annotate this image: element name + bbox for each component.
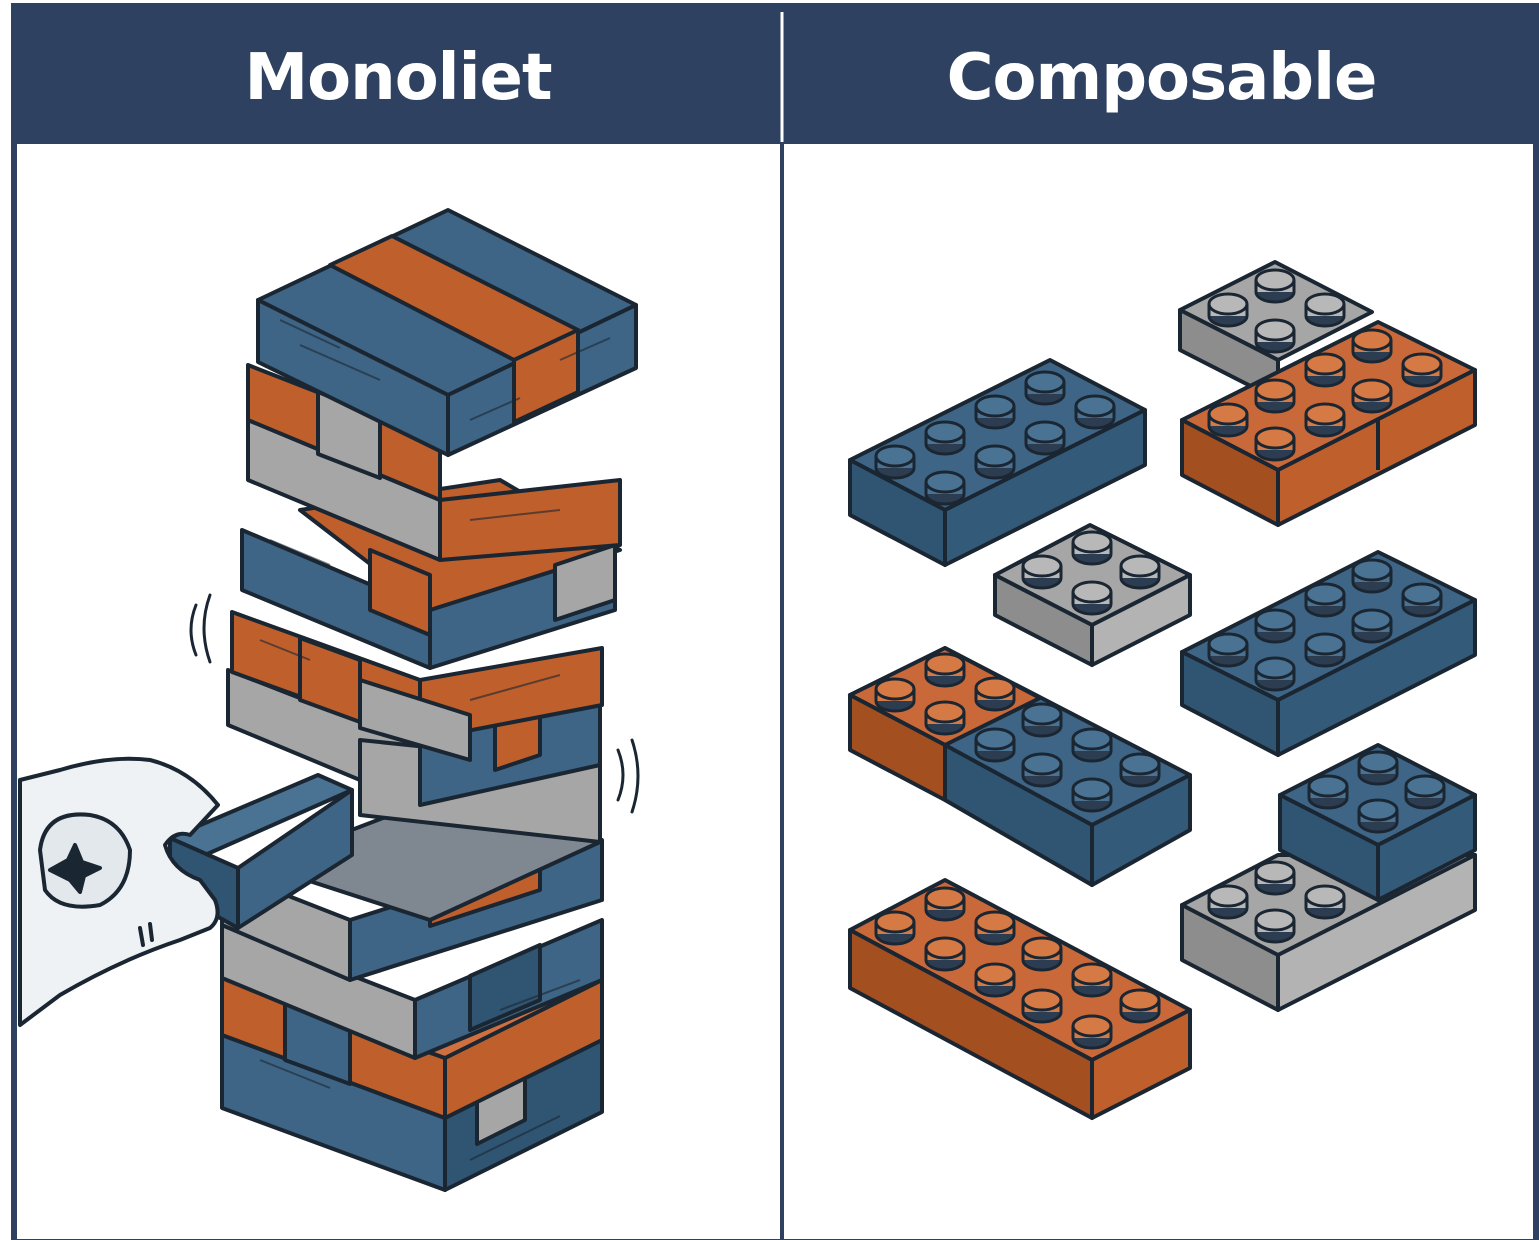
orange-brick-2x6 (848, 878, 1192, 1120)
blue-brick-2x4 (848, 358, 1147, 567)
orange-brick-2x4-top (1180, 320, 1477, 527)
lego-bricks-illustration (848, 260, 1477, 1120)
jenga-tower-illustration (168, 208, 638, 1192)
blue-brick-2x4-right (1180, 550, 1477, 757)
wobble-motion-lines (189, 593, 640, 814)
hand-pulling-block-icon (18, 756, 220, 1027)
panel-title-monoliet: Monoliet (244, 41, 552, 115)
panel-title-composable: Composable (946, 41, 1378, 115)
gray-brick-2x2-middle (993, 523, 1192, 667)
gray-blue-stacked-brick (1180, 743, 1477, 1012)
orange-blue-combined-brick (848, 646, 1192, 887)
header-bar (14, 6, 1539, 144)
